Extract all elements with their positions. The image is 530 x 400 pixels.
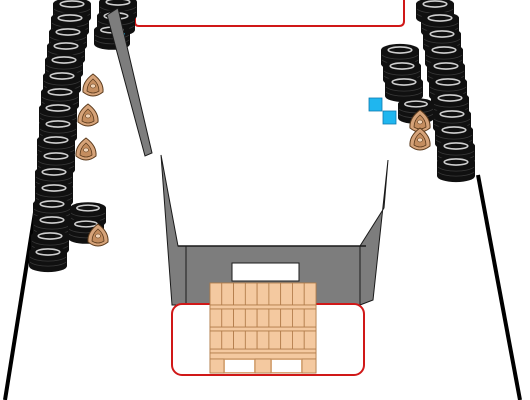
bay-right-wall xyxy=(359,159,389,306)
right-tire-stack xyxy=(381,0,475,183)
cone xyxy=(75,137,97,161)
bay-opening xyxy=(231,262,300,282)
cone xyxy=(87,223,109,247)
pallet-stack xyxy=(209,282,317,374)
tire xyxy=(437,155,475,183)
cone xyxy=(77,103,99,127)
blue-cube-markers xyxy=(368,97,397,125)
diagonal-wall xyxy=(106,7,153,157)
tire xyxy=(385,75,423,103)
top-boundary-box xyxy=(134,0,405,27)
cone xyxy=(409,127,431,151)
left-track-edge xyxy=(3,199,39,400)
left-tire-stack xyxy=(29,0,106,273)
bay-left-wall xyxy=(160,154,187,306)
cone xyxy=(82,73,104,97)
traffic-cones xyxy=(75,73,431,247)
right-track-edge xyxy=(476,174,522,400)
tire xyxy=(29,245,67,273)
